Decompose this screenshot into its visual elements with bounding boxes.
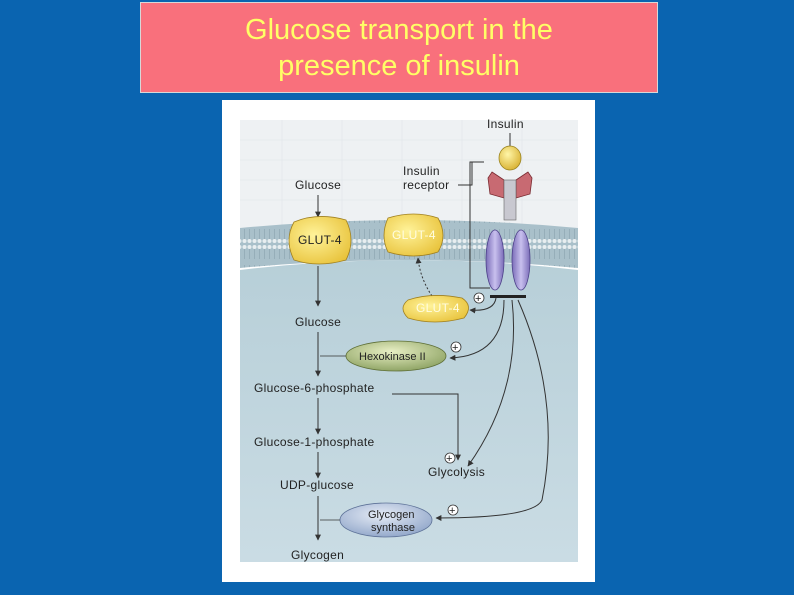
glucose-outside-label: Glucose — [295, 178, 341, 192]
receptor-alpha-left — [487, 171, 505, 199]
receptor-to-synthase-arrow — [435, 299, 549, 521]
udp-glucose-label: UDP-glucose — [280, 478, 354, 492]
plus-sign-3-text: + — [446, 453, 452, 465]
insulin-label: Insulin — [487, 117, 524, 131]
insulin-receptor-label-1: Insulin — [403, 164, 440, 178]
plus-sign-4-text: + — [449, 505, 455, 517]
glycogen-synthase-label-1: Glycogen — [368, 509, 414, 521]
glut4-membrane-transporter — [383, 213, 444, 257]
hexokinase-label: Hexokinase II — [359, 351, 426, 363]
glycogen-synthase-label-2: synthase — [371, 522, 415, 534]
insulin-receptor-label-2: receptor — [403, 178, 449, 192]
glucose-inside-label: Glucose — [295, 315, 341, 329]
receptor-to-glut4-arrow — [469, 297, 497, 314]
glut4-vesicle-label: GLUT-4 — [416, 301, 460, 315]
receptor-alpha-right — [515, 171, 533, 199]
g1p-label: Glucose-1-phosphate — [254, 435, 374, 449]
cytoplasm — [240, 260, 578, 562]
receptor-beta-right — [511, 229, 531, 291]
plus-sign-2 — [450, 341, 462, 353]
plus-sign-2-text: + — [452, 342, 458, 354]
glut4-membrane-label: GLUT-4 — [392, 228, 436, 242]
extracellular-grid — [240, 120, 578, 230]
receptor-to-glycolysis-arrow — [467, 299, 515, 467]
plus-sign-4 — [447, 504, 459, 516]
slide-title-box: Glucose transport in the presence of ins… — [140, 2, 658, 93]
glut4-left-transporter — [288, 216, 352, 265]
plus-sign-1 — [473, 292, 485, 304]
insulin-receptor — [485, 145, 533, 298]
glycolysis-label: Glycolysis — [428, 465, 485, 479]
receptor-beta-left — [485, 229, 505, 291]
slide-title: Glucose transport in the presence of ins… — [245, 13, 553, 82]
g6p-label: Glucose-6-phosphate — [254, 381, 374, 395]
plus-sign-1-text: + — [475, 293, 481, 305]
plus-sign-3 — [444, 452, 456, 464]
glut4-translocation-arrow — [415, 257, 433, 297]
extracellular-space — [240, 120, 578, 230]
receptor-base — [490, 295, 526, 298]
glut4-left-label: GLUT-4 — [298, 233, 342, 247]
pathway-diagram: Insulin Insulin receptor Glucose GLUT-4 … — [240, 117, 578, 562]
receptor-to-hexokinase-arrow — [449, 299, 505, 361]
insulin-molecule — [498, 145, 522, 171]
figure-panel: Insulin Insulin receptor Glucose GLUT-4 … — [222, 100, 595, 582]
g6p-to-glycolysis-arrow — [392, 393, 461, 461]
receptor-stalk — [503, 179, 517, 221]
receptor-bracket — [469, 161, 490, 289]
glycogen-label: Glycogen — [291, 548, 344, 562]
glut4-vesicle — [402, 295, 469, 323]
